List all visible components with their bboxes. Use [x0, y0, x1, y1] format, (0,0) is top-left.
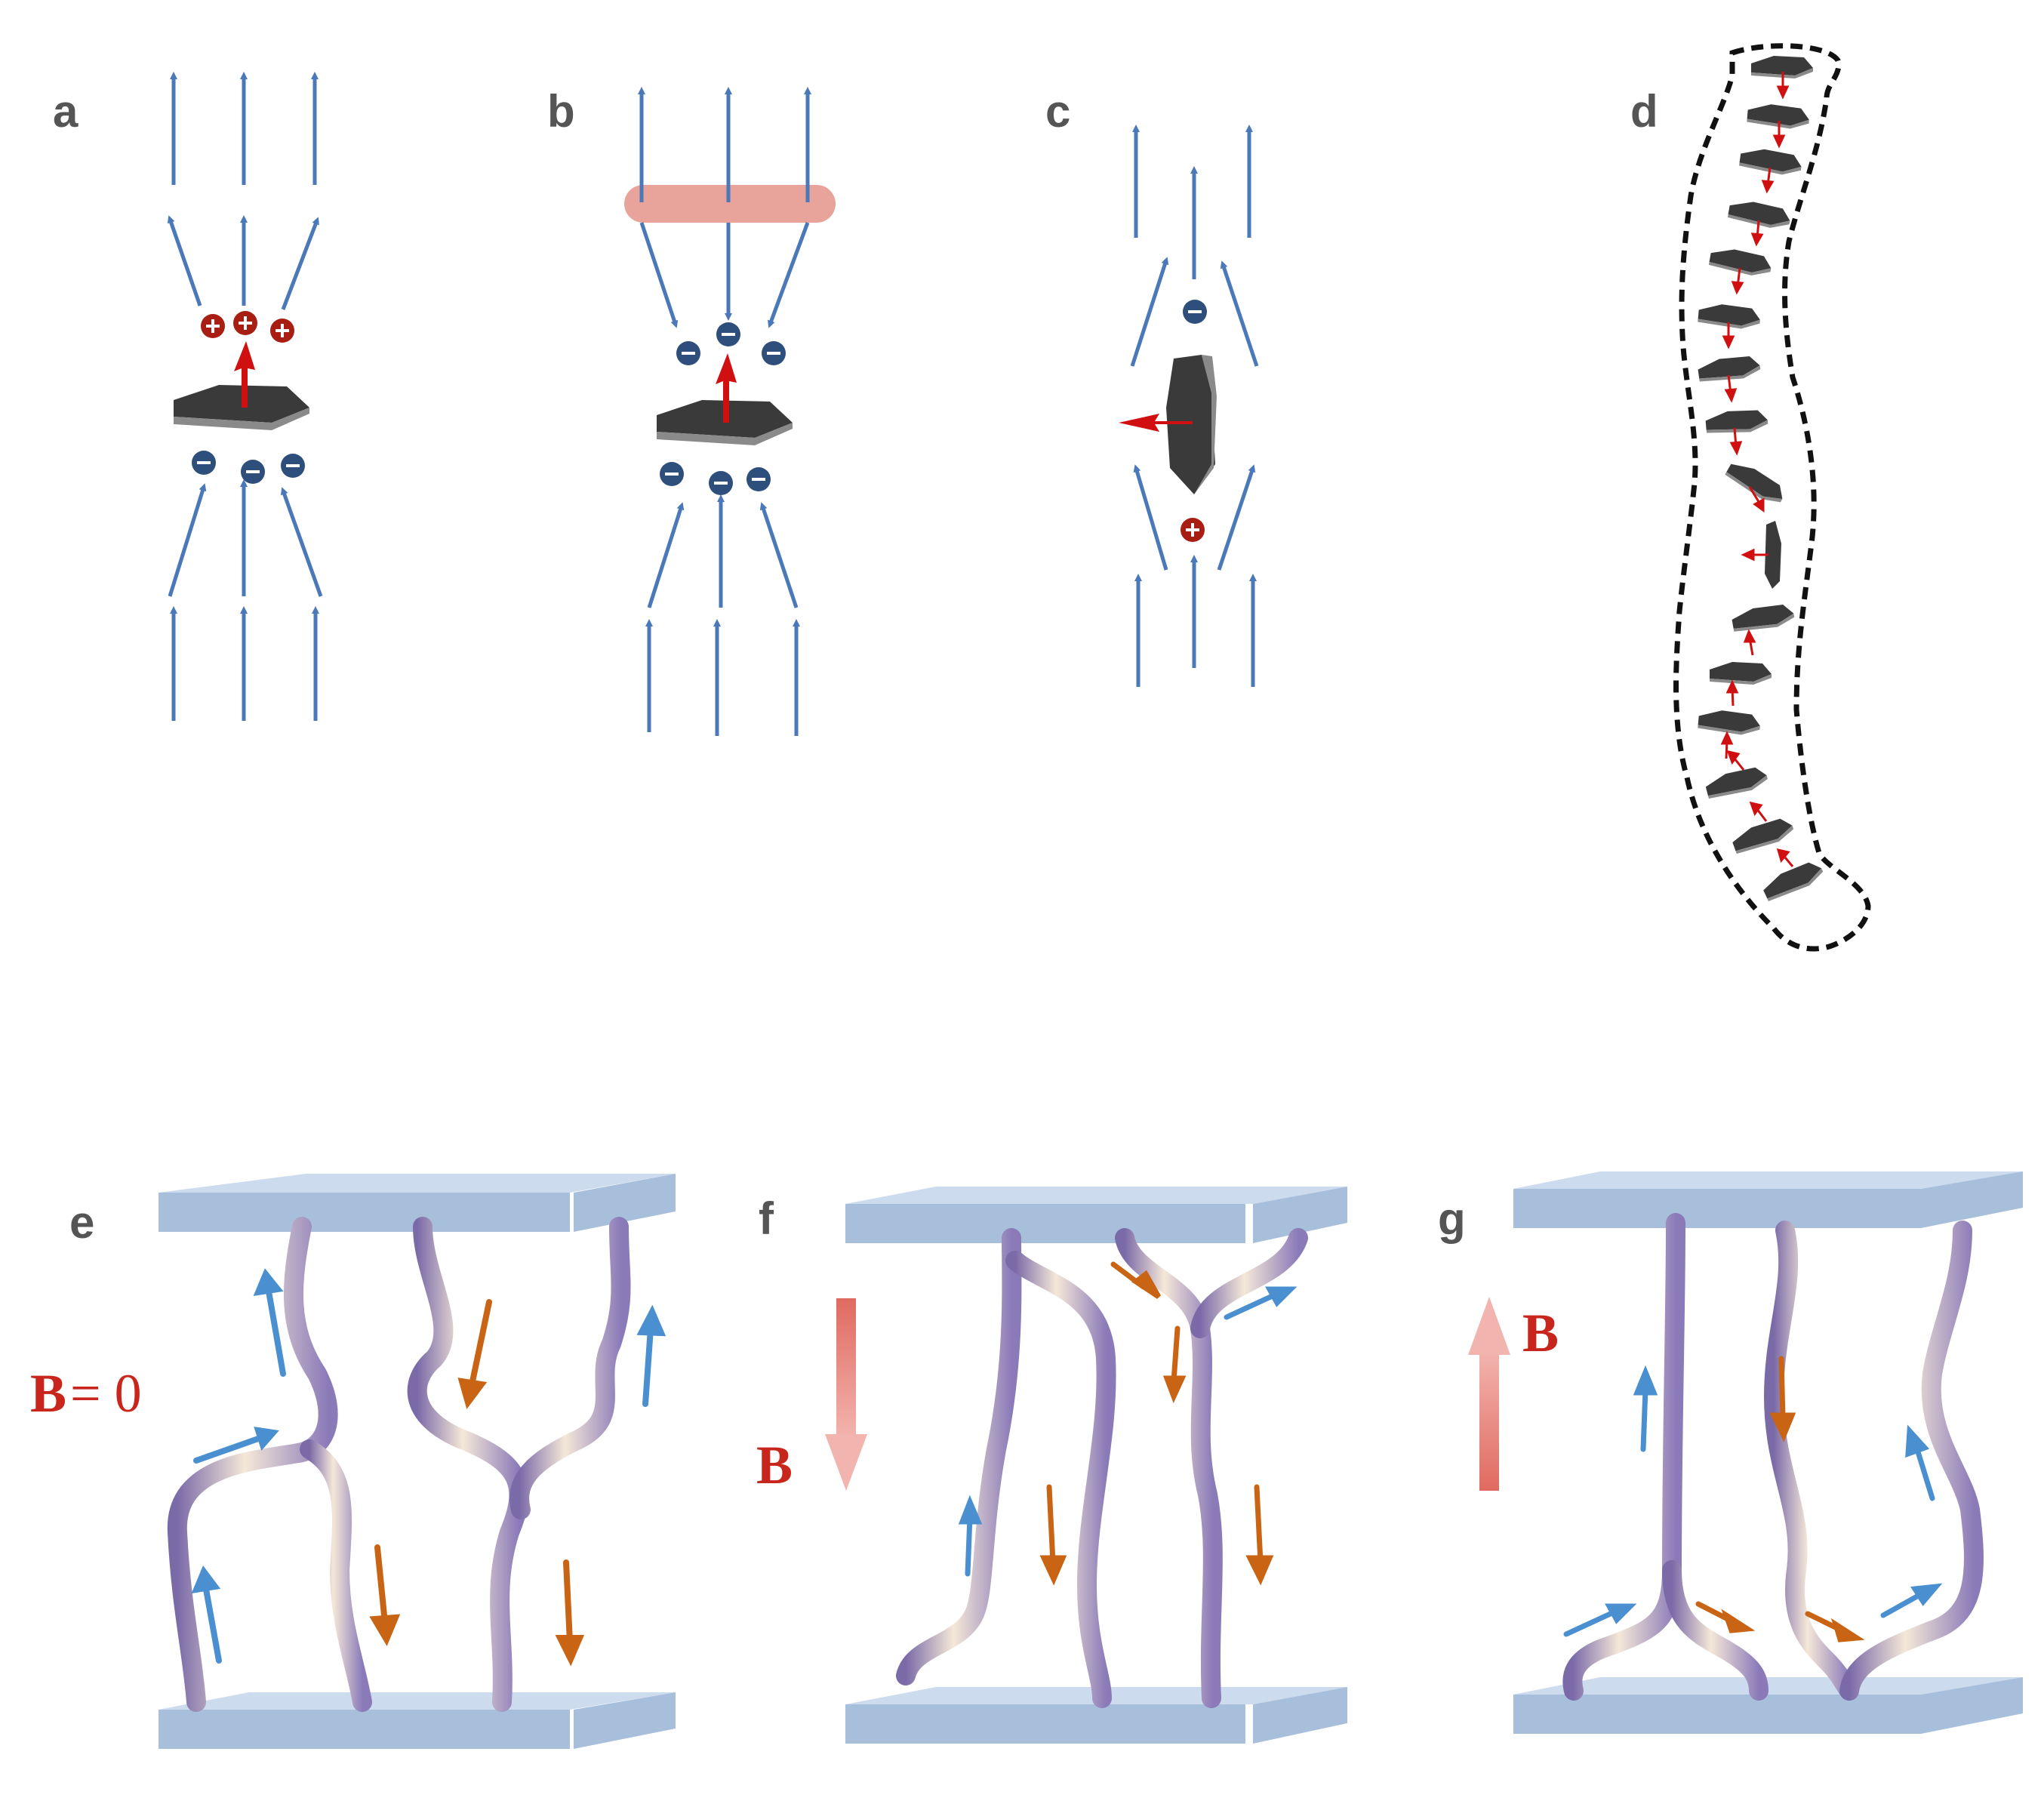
plus-charge-icon [232, 309, 259, 337]
spin-arrow-blue [1880, 1591, 1924, 1618]
panel-label-f: f [759, 1193, 774, 1244]
down-arrow-icon [639, 222, 679, 328]
spin-arrow-blue [1563, 1609, 1618, 1637]
minus-charge-icon [658, 460, 685, 488]
down-arrow-icon [768, 222, 810, 328]
moment-arrow-icon [716, 353, 737, 423]
flux-tubes [167, 1217, 631, 1712]
bottom-slab [159, 1692, 676, 1749]
minus-charge-icon [190, 449, 217, 476]
panel-label-a: a [53, 86, 78, 137]
minus-charge-icon [760, 340, 787, 367]
up-arrow-icon [1217, 464, 1256, 571]
plus-charge-icon [269, 317, 296, 344]
up-arrow-icon [759, 502, 799, 608]
panel-e: B = 0 [30, 1174, 676, 1749]
top-slab [1513, 1171, 2023, 1228]
chain-plates [1697, 56, 1826, 904]
up-arrow-icon [1130, 257, 1169, 367]
field-label-g: B [1522, 1303, 1559, 1363]
panel-label-b: b [547, 86, 575, 137]
up-arrow-icon [1133, 464, 1168, 571]
field-arrow-up [1468, 1297, 1510, 1491]
spin-arrow-orange [1171, 1325, 1181, 1384]
dashed-chain-outline [1673, 43, 1871, 952]
spin-arrow-blue [265, 1284, 286, 1377]
flux-tubes [896, 1228, 1308, 1708]
bottom-slab [845, 1687, 1347, 1744]
spin-arrows-f [958, 1261, 1298, 1586]
field-arrow-down [825, 1298, 867, 1491]
spin-arrow-blue [202, 1582, 222, 1664]
up-arrow-icon [647, 502, 685, 608]
minus-charge-icon [707, 469, 734, 497]
panel-c [1130, 125, 1259, 687]
spin-arrow-blue [1914, 1446, 1935, 1501]
panel-label-d: d [1630, 86, 1658, 137]
minus-charge-icon [279, 452, 306, 479]
field-label-e: B [30, 1363, 66, 1424]
panel-label-c: c [1045, 86, 1070, 137]
minus-charge-icon [745, 466, 772, 493]
spin-arrow-blue [193, 1435, 263, 1464]
panel-f: B [756, 1187, 1347, 1744]
spin-arrow-orange [374, 1544, 388, 1626]
minus-charge-icon [1181, 298, 1208, 325]
spin-arrow-orange [1254, 1484, 1264, 1565]
panel-label-e: e [69, 1197, 94, 1248]
minus-charge-icon [675, 340, 702, 367]
flux-tubes [1562, 1213, 1984, 1701]
up-arrow-icon [1220, 260, 1259, 367]
spin-arrow-orange [563, 1559, 573, 1645]
up-arrow-icon [280, 487, 323, 597]
spin-arrow-orange [1778, 1356, 1786, 1422]
minus-charge-icon [715, 321, 742, 348]
moment-arrow-icon [234, 341, 255, 408]
panel-b [638, 87, 811, 736]
chain-moment-arrows [1720, 72, 1794, 867]
panel-a [167, 72, 323, 721]
spin-arrows-e [191, 1268, 666, 1667]
panel-g: B [1468, 1171, 2023, 1734]
constraint-band [624, 185, 836, 223]
spin-arrow-blue [965, 1514, 973, 1577]
spin-arrow-orange [469, 1299, 492, 1388]
plate-icon [1166, 355, 1217, 494]
spin-arrow-blue [642, 1325, 654, 1407]
minus-charge-icon [239, 458, 266, 485]
moment-arrow-icon [1119, 414, 1193, 432]
spin-arrow-blue [1640, 1386, 1648, 1452]
field-equation-e: = 0 [70, 1363, 142, 1424]
spin-arrow-orange [1046, 1484, 1056, 1565]
panel-label-g: g [1438, 1193, 1466, 1244]
up-arrow-icon [167, 215, 202, 306]
top-slab [159, 1174, 676, 1232]
plus-charge-icon [199, 312, 226, 340]
plus-charge-icon [1179, 516, 1206, 543]
vertical-plate [1765, 521, 1781, 589]
up-arrow-icon [168, 483, 207, 597]
up-arrow-icon [281, 217, 319, 310]
field-label-f: B [756, 1435, 793, 1495]
top-slab [845, 1187, 1347, 1243]
spin-arrows-g [1563, 1356, 1943, 1642]
spin-arrow-blue [1224, 1291, 1279, 1320]
